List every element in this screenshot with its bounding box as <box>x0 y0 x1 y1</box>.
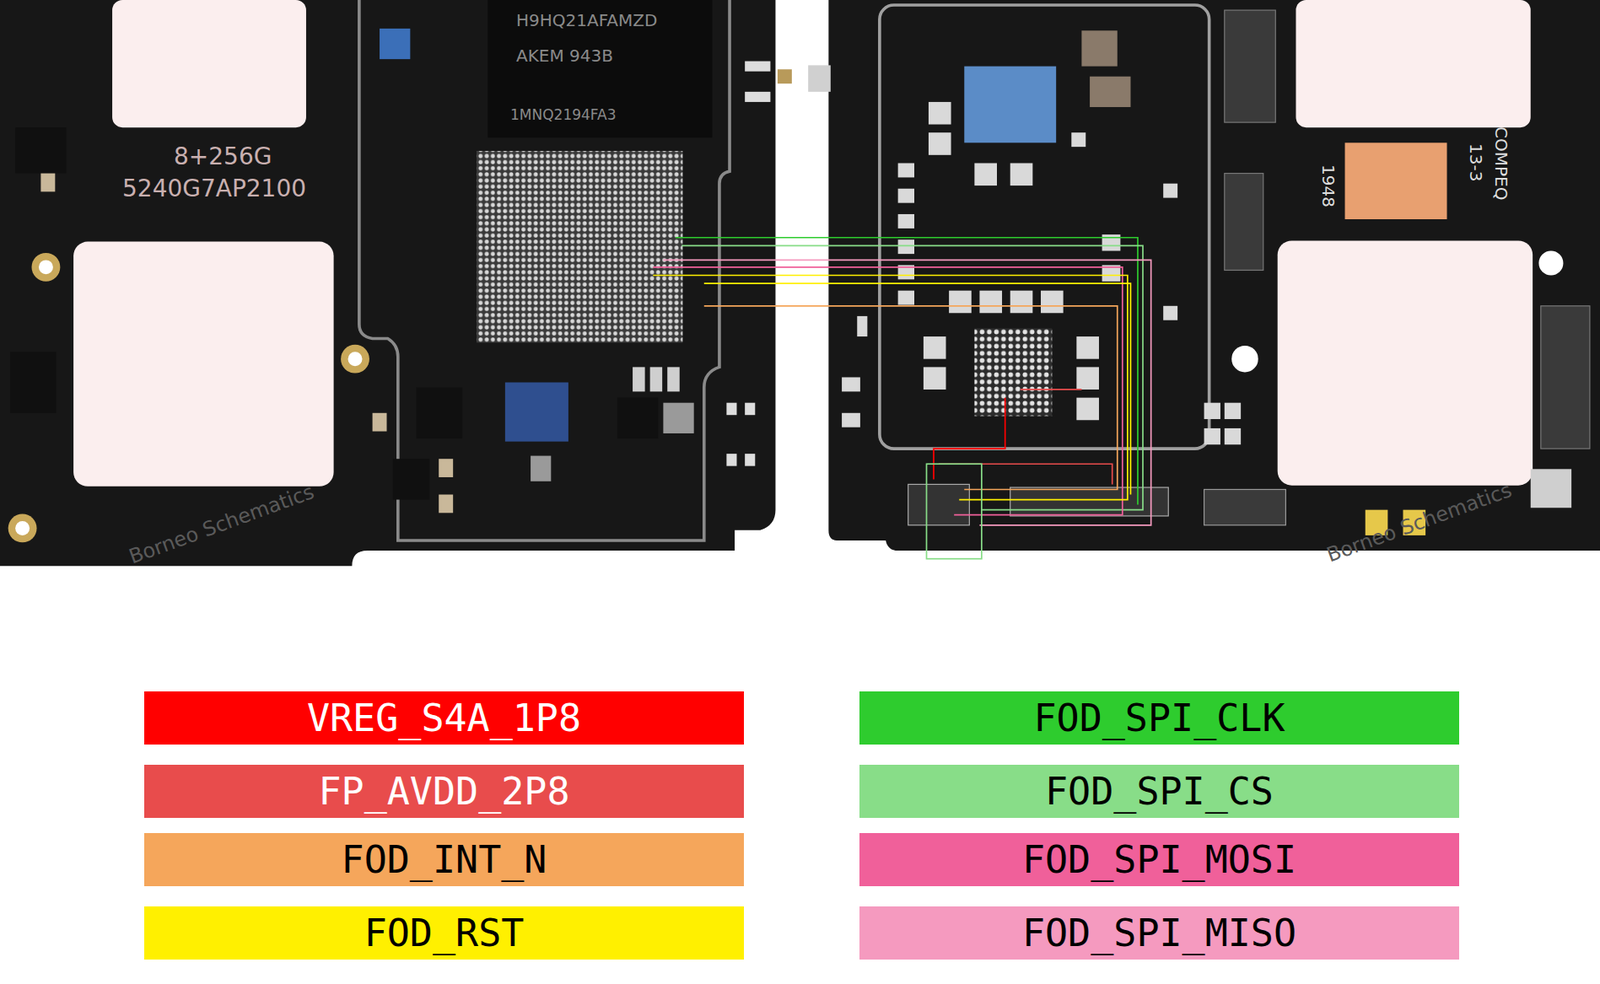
legend-text: FOD_SPI_MOSI <box>1022 840 1297 879</box>
board-marking: COMPEQ <box>1492 126 1510 200</box>
legend-text: FOD_SPI_MISO <box>1022 914 1297 953</box>
legend-swatch: FOD_SPI_CLK <box>859 691 1460 745</box>
board-marking: 1948 <box>1319 164 1337 208</box>
board-marking: 8+256G <box>173 145 272 169</box>
legend-text: FOD_SPI_CLK <box>1033 699 1285 738</box>
legend-text: VREG_S4A_1P8 <box>307 699 582 738</box>
legend-swatch: FOD_INT_N <box>144 833 744 887</box>
board-marking: 1MNQ2194FA3 <box>510 107 617 123</box>
legend-swatch: FOD_SPI_MISO <box>859 906 1460 960</box>
board-marking: 5240G7AP2100 <box>122 177 307 201</box>
legend-text: FP_AVDD_2P8 <box>317 772 570 811</box>
legend-swatch: FOD_SPI_CS <box>859 764 1460 819</box>
legend-text: FOD_RST <box>364 914 525 953</box>
legend-swatch: FP_AVDD_2P8 <box>144 764 744 819</box>
board-marking: AKEM 943B <box>516 47 614 65</box>
legend-swatch: FOD_SPI_MOSI <box>859 833 1460 887</box>
board-marking: H9HQ21AFAMZD <box>516 11 658 29</box>
board-marking: 13-3 <box>1467 143 1485 182</box>
legend-swatch: VREG_S4A_1P8 <box>144 691 744 745</box>
legend-swatch: FOD_RST <box>144 906 744 960</box>
legend-text: FOD_INT_N <box>341 840 548 879</box>
legend-text: FOD_SPI_CS <box>1045 772 1274 811</box>
